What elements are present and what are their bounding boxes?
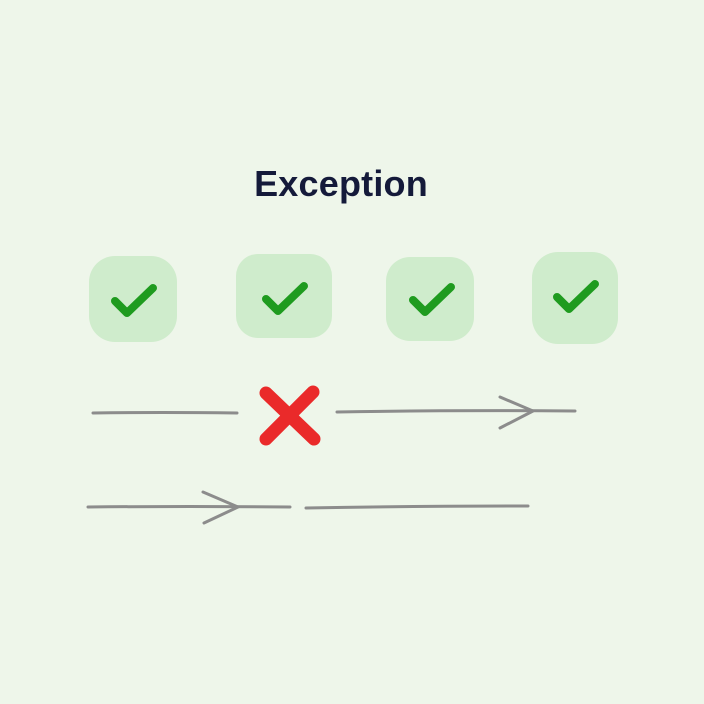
check-icon [111,284,157,317]
flow-line-lower-right [304,504,530,510]
flow-line-upper-left [91,411,239,415]
cross-icon [259,385,321,446]
arrow-right-icon [498,395,535,430]
flow-line-lower-left [86,505,292,509]
check-icon [553,280,599,313]
check-icon [262,282,308,315]
step-tile-4 [532,252,618,344]
check-icon [409,283,455,316]
flow-line-upper-right [335,409,577,414]
diagram-title: Exception [254,163,428,204]
step-tile-1 [89,256,177,342]
step-tile-2 [236,254,332,338]
arrow-right-icon [201,490,240,525]
step-tile-3 [386,257,474,341]
